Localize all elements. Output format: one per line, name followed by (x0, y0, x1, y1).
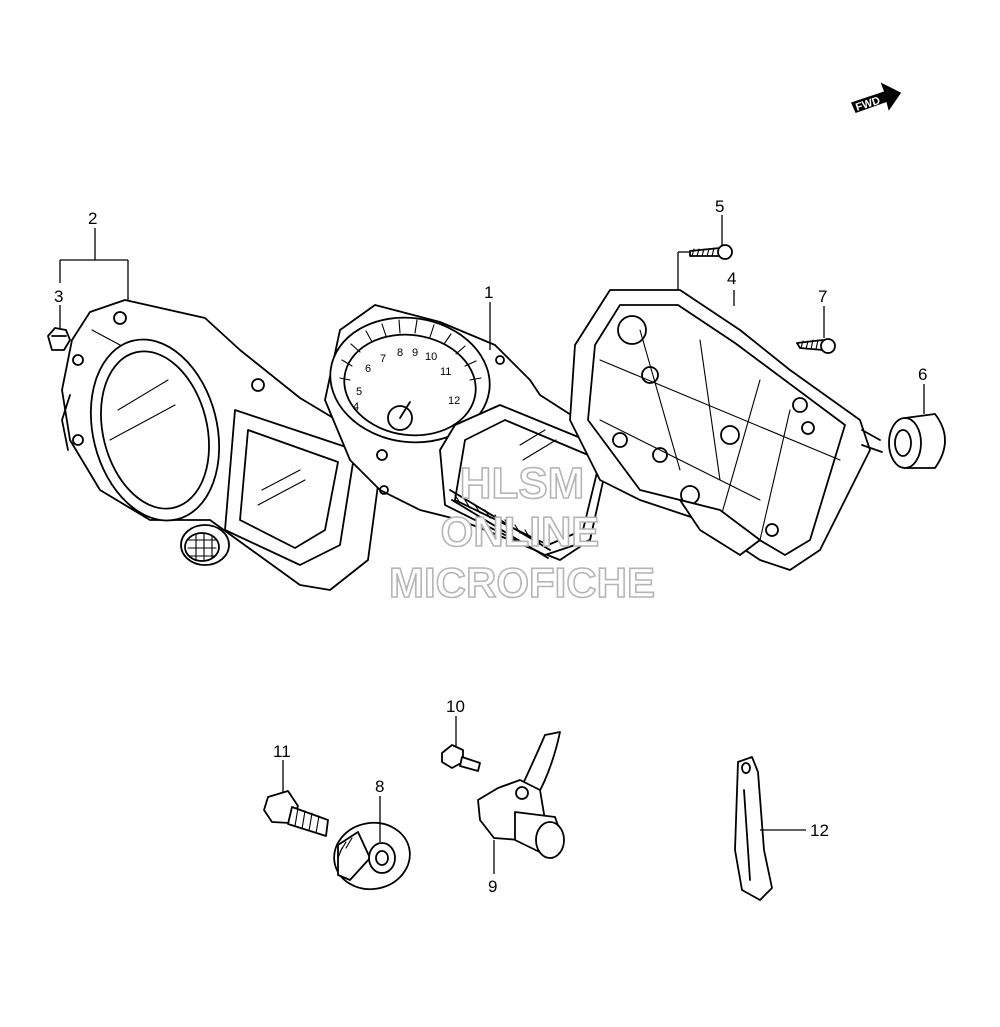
tach-label-12: 12 (448, 395, 460, 407)
tach-label-6: 6 (365, 363, 371, 375)
tach-label-8: 8 (397, 347, 403, 359)
speed-sensor-part-9 (477, 731, 565, 859)
tach-label-10: 10 (425, 351, 437, 363)
tach-tick-marks (339, 319, 482, 381)
watermark-line-2: ONLINE (441, 508, 600, 555)
callout-10: 10 (446, 697, 465, 716)
callout-5: 5 (715, 197, 724, 216)
cushion-part-6 (888, 413, 946, 469)
bolt-part-11 (263, 790, 329, 837)
tach-label-5: 5 (356, 386, 362, 398)
tach-label-7: 7 (380, 353, 386, 365)
bolt-part-10 (441, 744, 481, 772)
screw-part-7 (796, 338, 836, 354)
meter-cover-part-2 (61, 299, 381, 591)
screw-part-5 (689, 244, 733, 260)
callout-7: 7 (818, 287, 827, 306)
callout-8: 8 (375, 777, 384, 796)
callout-3: 3 (54, 287, 63, 306)
callout-1: 1 (484, 283, 493, 302)
callout-4: 4 (727, 269, 736, 288)
tach-label-9: 9 (412, 347, 418, 359)
meter-assembly-part-1: 4 5 6 7 8 9 10 11 12 (324, 304, 611, 561)
callout-11: 11 (273, 742, 291, 761)
callouts: 1 2 3 4 5 6 7 8 9 10 11 12 (54, 197, 927, 896)
bracket-part-12 (734, 756, 773, 901)
forward-arrow-icon (850, 82, 902, 113)
watermark-line-1: HLSM (460, 459, 585, 508)
watermark: HLSM ONLINE MICROFICHE (388, 458, 656, 607)
fwd-label: FWD (854, 95, 882, 114)
tach-label-11: 11 (440, 366, 451, 378)
meter-case-part-4 (569, 289, 883, 571)
callout-12: 12 (810, 821, 829, 840)
tach-label-4: 4 (353, 401, 359, 413)
callout-6: 6 (918, 365, 927, 384)
grommet-part-3 (47, 327, 71, 351)
watermark-line-3: MICROFICHE (389, 559, 655, 606)
drive-gear-part-8 (333, 821, 411, 891)
fwd-badge: FWD (850, 82, 902, 114)
callout-9: 9 (488, 877, 497, 896)
callout-2: 2 (88, 209, 97, 228)
tach-scale: 4 5 6 7 8 9 10 11 12 (353, 347, 460, 413)
